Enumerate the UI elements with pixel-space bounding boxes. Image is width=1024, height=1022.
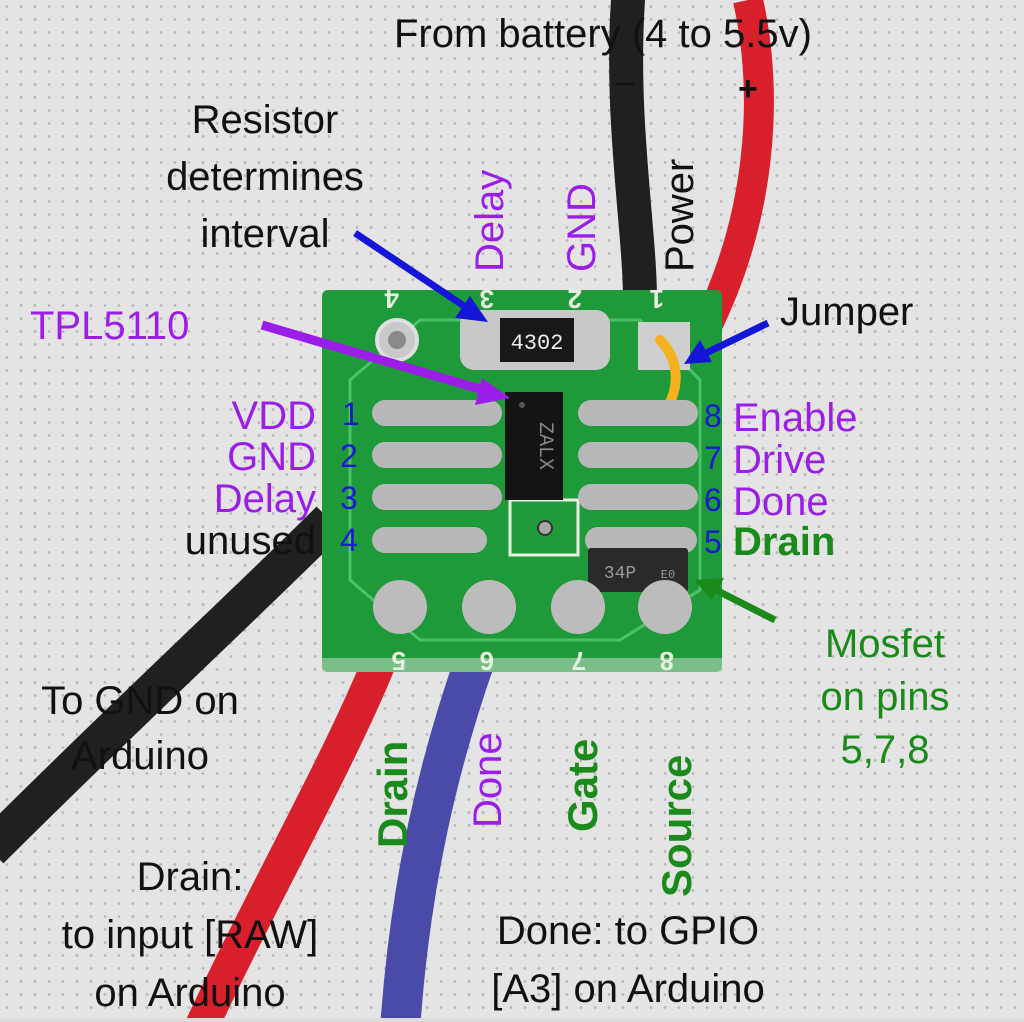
svg-text:8: 8 xyxy=(660,646,674,676)
top-label-gnd: GND xyxy=(560,183,604,272)
right-pin-label-done: Done xyxy=(733,480,829,524)
jumper-label: Jumper xyxy=(780,290,914,334)
drain-note-line: on Arduino xyxy=(94,971,286,1015)
right-pin-number: 7 xyxy=(704,440,722,476)
mosfet-submarking: E0 xyxy=(661,568,675,582)
bottom-label-gate: Gate xyxy=(559,738,606,832)
chip-marking: ZALX xyxy=(533,422,556,470)
top-label-power: Power xyxy=(658,158,702,272)
mosfet-note: Mosfet on pins 5,7,8 xyxy=(780,618,990,777)
right-pin-label-enable: Enable xyxy=(733,396,858,440)
bottom-pads xyxy=(373,520,692,634)
left-pin-label-vdd: VDD xyxy=(231,394,316,438)
gnd-note: To GND on Arduino xyxy=(0,674,280,784)
bottom-label-done: Done xyxy=(466,732,510,828)
tpl5110-chip xyxy=(505,392,563,500)
arrows xyxy=(260,230,777,624)
battery-label: From battery (4 to 5.5v) xyxy=(394,12,812,56)
black-wire-gnd xyxy=(0,506,344,864)
resistor-note-line: Resistor xyxy=(191,98,339,142)
resistor-note: Resistor determines interval xyxy=(120,92,410,263)
mosfet-note-line: Mosfet xyxy=(824,622,946,666)
left-pin-number: 4 xyxy=(340,522,358,558)
bottom-label-source: Source xyxy=(653,754,700,897)
resistor-note-line: determines xyxy=(166,155,364,199)
right-pads xyxy=(578,400,698,553)
svg-text:6: 6 xyxy=(480,646,494,676)
red-wire-top xyxy=(691,0,774,337)
left-pin-number: 3 xyxy=(340,480,358,516)
right-pin-number: 6 xyxy=(704,482,722,518)
drain-note-line: to input [RAW] xyxy=(61,913,319,957)
battery-minus: − xyxy=(614,63,636,104)
chip-label: TPL5110 xyxy=(30,304,190,348)
bottom-label-drain: Drain xyxy=(369,740,416,848)
gnd-note-line: To GND on xyxy=(41,679,239,723)
done-note-line: [A3] on Arduino xyxy=(491,967,765,1011)
svg-text:4: 4 xyxy=(384,284,399,314)
drain-note: Drain: to input [RAW] on Arduino xyxy=(10,848,370,1022)
left-pin-label-gnd: GND xyxy=(227,435,316,479)
svg-text:5: 5 xyxy=(392,646,406,676)
svg-text:1: 1 xyxy=(650,284,664,314)
svg-text:3: 3 xyxy=(480,284,494,314)
left-pin-label-delay: Delay xyxy=(213,477,316,521)
right-pin-label-drive: Drive xyxy=(733,438,827,482)
done-note: Done: to GPIO [A3] on Arduino xyxy=(428,902,828,1018)
mosfet-note-line: 5,7,8 xyxy=(840,728,930,772)
blue-wire-done xyxy=(380,653,494,1018)
left-pads xyxy=(372,400,502,553)
right-pin-number: 5 xyxy=(704,524,722,560)
black-wire-top xyxy=(609,0,657,317)
svg-text:2: 2 xyxy=(568,284,582,314)
silkscreen-numbers: 4 3 2 1 5 6 7 8 xyxy=(384,284,674,676)
drain-note-line: Drain: xyxy=(136,855,244,899)
battery-plus: + xyxy=(738,70,758,108)
resistor-note-line: interval xyxy=(200,212,330,256)
done-note-line: Done: to GPIO xyxy=(496,909,760,953)
left-pin-number: 2 xyxy=(340,438,358,474)
svg-text:7: 7 xyxy=(572,646,586,676)
right-pin-label-drain: Drain xyxy=(733,520,836,564)
mosfet-note-line: on pins xyxy=(820,675,950,719)
right-pin-number: 8 xyxy=(704,398,722,434)
left-pin-number: 1 xyxy=(342,396,360,432)
red-wire-drain xyxy=(186,653,396,1018)
resistor-marking: 4302 xyxy=(511,331,564,356)
gnd-note-line: Arduino xyxy=(71,734,209,778)
top-label-delay: Delay xyxy=(468,169,512,272)
left-pin-label-unused: unused xyxy=(184,519,316,563)
mosfet-marking: 34P xyxy=(604,564,636,584)
